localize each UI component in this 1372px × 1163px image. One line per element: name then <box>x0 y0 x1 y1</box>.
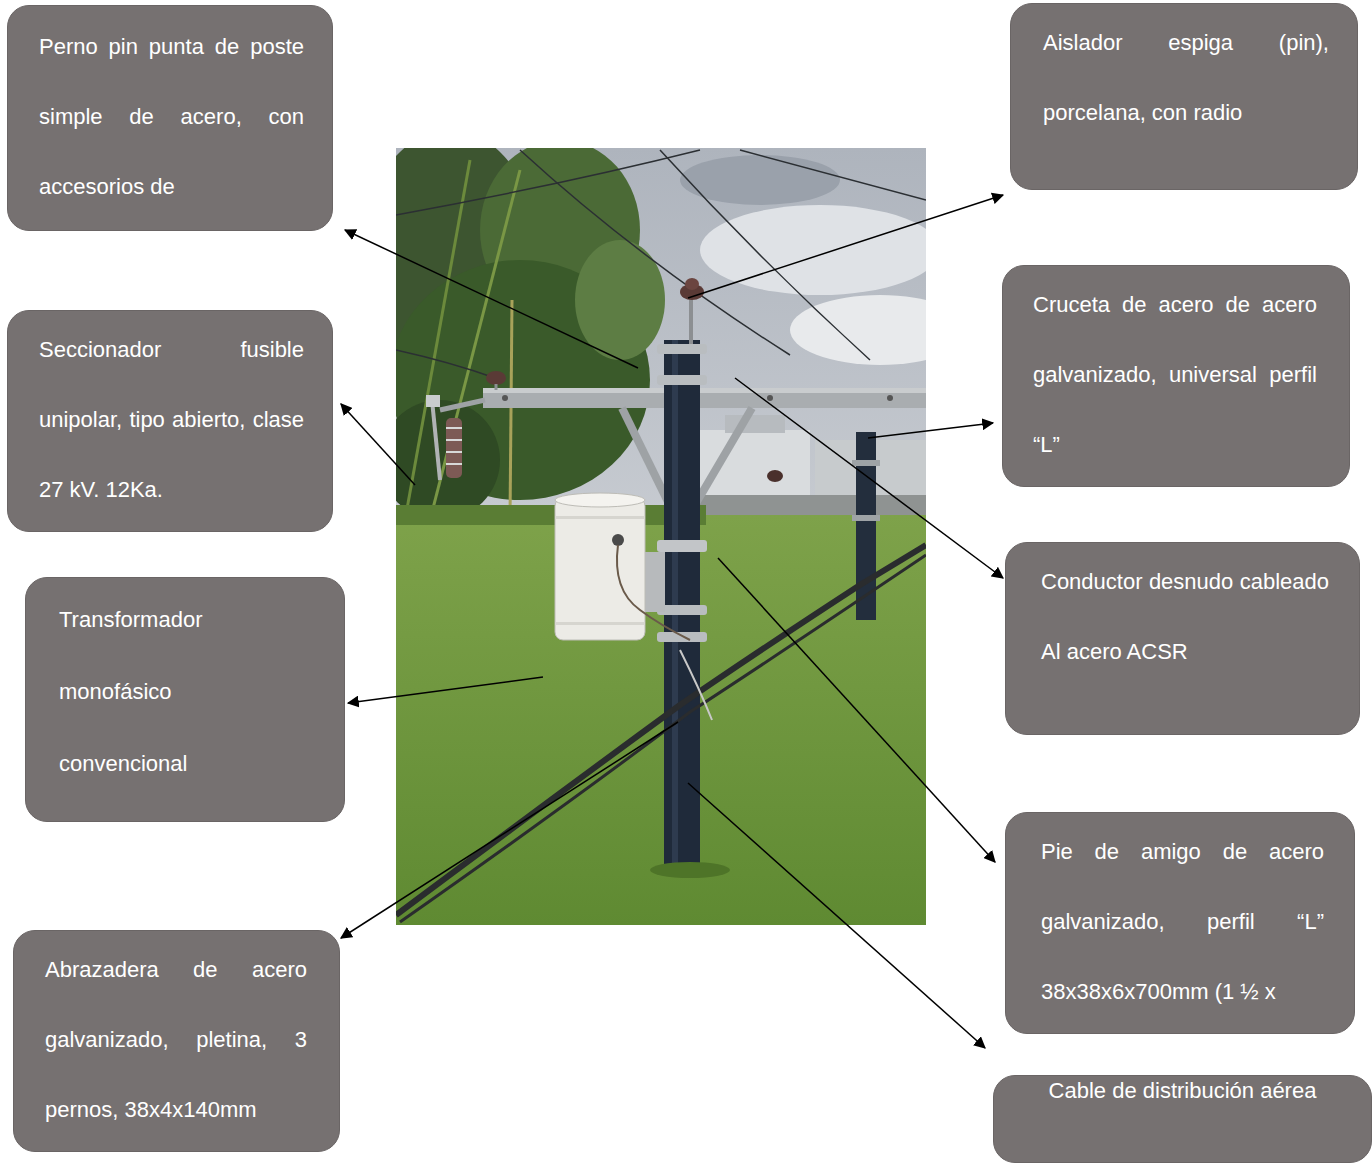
leader-line <box>348 677 543 703</box>
overhead-wires <box>396 150 926 378</box>
callout-text: Abrazadera de acero galvanizado, pletina… <box>45 935 307 1145</box>
leader-line <box>868 423 993 438</box>
leader-lines <box>341 195 1003 1048</box>
crossarm <box>483 388 926 510</box>
callout-text: Transformador monofásico convencional <box>59 584 249 800</box>
leader-line <box>341 404 415 485</box>
leader-line <box>688 783 985 1048</box>
callout-box: Conductor desnudo cableado Al acero ACSR <box>1005 542 1360 735</box>
callout-text: Seccionador fusible unipolar, tipo abier… <box>39 315 304 525</box>
leader-line <box>718 558 995 862</box>
callout-box: Cable de distribución aérea <box>993 1075 1372 1163</box>
callout-box: Cruceta de acero de acero galvanizado, u… <box>1002 265 1350 487</box>
trees <box>396 148 665 520</box>
callout-box: Transformador monofásico convencional <box>25 577 345 822</box>
leader-line <box>345 230 638 368</box>
callout-text: Aislador espiga (pin), porcelana, con ra… <box>1043 8 1329 148</box>
fuse-cutout <box>426 395 485 480</box>
callout-text: Cable de distribución aérea <box>1004 1076 1361 1106</box>
leader-line <box>735 378 1003 578</box>
callout-box: Aislador espiga (pin), porcelana, con ra… <box>1010 3 1358 190</box>
callout-box: Abrazadera de acero galvanizado, pletina… <box>13 930 340 1152</box>
leader-line <box>341 722 678 938</box>
callout-text: Pie de amigo de acero galvanizado, perfi… <box>1041 817 1324 1027</box>
transformer <box>555 493 690 640</box>
callout-text: Cruceta de acero de acero galvanizado, u… <box>1033 270 1317 480</box>
callout-box: Perno pin punta de poste simple de acero… <box>7 5 333 231</box>
callout-box: Pie de amigo de acero galvanizado, perfi… <box>1005 812 1355 1034</box>
callout-box: Seccionador fusible unipolar, tipo abier… <box>7 310 333 532</box>
photo-scene <box>396 148 926 925</box>
callout-text: Perno pin punta de poste simple de acero… <box>39 12 304 222</box>
leader-line <box>688 195 1003 298</box>
callout-text: Conductor desnudo cableado Al acero ACSR <box>1041 547 1329 687</box>
